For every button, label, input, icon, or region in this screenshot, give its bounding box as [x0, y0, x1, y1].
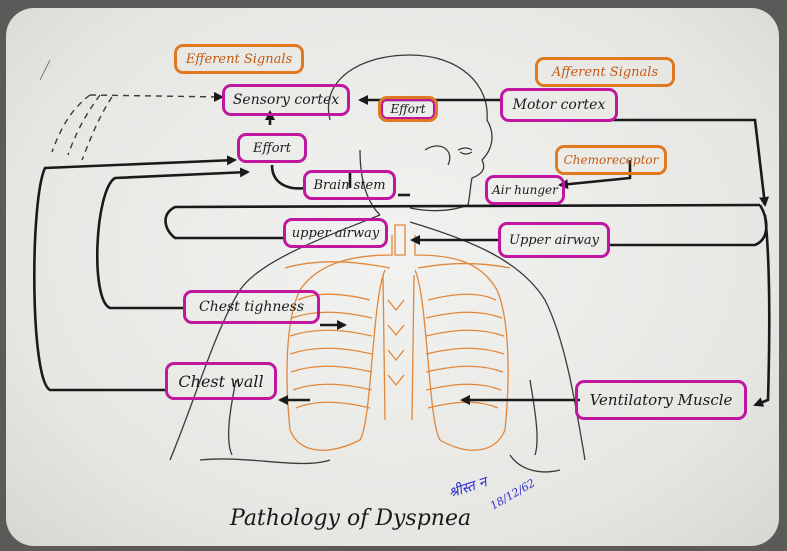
ventilatory-muscle-box: Ventilatory Muscle: [575, 380, 747, 420]
motor-cortex-label: Motor cortex: [513, 97, 606, 113]
upper-airway-left-box: upper airway: [283, 218, 388, 248]
upper-airway-right-label: Upper airway: [509, 233, 599, 248]
brain-stem-box: Brain stem: [303, 170, 396, 200]
chemoreceptor-label: Chemoreceptor: [564, 153, 659, 167]
chest-tightness-box: Chest tighness: [183, 290, 320, 324]
effort-left-label: Effort: [253, 141, 291, 156]
chest-wall-box: Chest wall: [165, 362, 277, 400]
chest-tightness-label: Chest tighness: [199, 299, 304, 315]
air-hunger-box: Air hunger: [485, 175, 565, 205]
sensory-cortex-label: Sensory cortex: [233, 92, 339, 108]
effort-brain-box: Effort: [378, 96, 438, 122]
efferent-signals-box: Efferent Signals: [174, 44, 304, 74]
chemoreceptor-box: Chemoreceptor: [555, 145, 667, 175]
upper-airway-right-box: Upper airway: [498, 222, 610, 258]
brain-stem-label: Brain stem: [313, 178, 385, 193]
ventilatory-muscle-label: Ventilatory Muscle: [590, 391, 733, 409]
lungs-drawing: [285, 225, 510, 450]
pencil-mark: [40, 60, 50, 80]
efferent-signals-label: Efferent Signals: [186, 52, 292, 67]
effort-left-box: Effort: [237, 133, 307, 163]
motor-cortex-box: Motor cortex: [500, 88, 618, 122]
effort-brain-label: Effort: [390, 102, 425, 116]
afferent-signals-box: Afferent Signals: [535, 57, 675, 87]
dashed-arrows: [52, 95, 222, 160]
air-hunger-label: Air hunger: [492, 183, 558, 197]
sensory-cortex-box: Sensory cortex: [222, 84, 350, 116]
upper-airway-left-label: upper airway: [292, 226, 379, 241]
afferent-signals-label: Afferent Signals: [552, 65, 658, 80]
chest-wall-label: Chest wall: [178, 372, 263, 391]
diagram-title: Pathology of Dyspnea: [230, 506, 471, 531]
